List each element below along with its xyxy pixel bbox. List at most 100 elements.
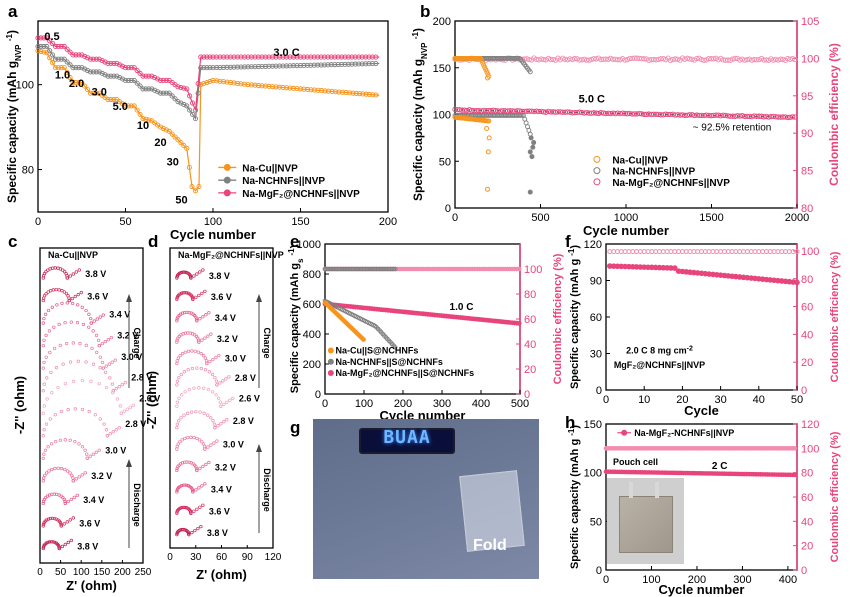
panel-a-series-point [359, 61, 365, 67]
panel-a-series-point [195, 81, 201, 87]
panel-c-eis-point [42, 338, 46, 343]
panel-a-series-point [125, 77, 131, 83]
panel-d-eis-tail-point [201, 503, 205, 507]
panel-a-series-point [290, 63, 297, 69]
panel-d-eis-point [201, 354, 206, 358]
panel-a-series-point [276, 54, 283, 60]
panel-c-eis-point [100, 360, 105, 365]
panel-d-eis-point [194, 466, 199, 471]
panel-a-series-point [93, 56, 99, 62]
panel-c-eis-point [41, 434, 45, 438]
led-screen [359, 428, 455, 454]
panel-c-eis-tail-point [97, 343, 101, 348]
panel-c-eis-point [76, 359, 80, 363]
panel-b-xlabel: Cycle number [583, 223, 669, 238]
panel-c-eis-point [54, 440, 58, 444]
panel-b-nchnfs-point [527, 149, 533, 155]
panel-d-charge-label: Charge [262, 327, 272, 358]
panel-c-eis-tail-point [85, 456, 89, 460]
panel-e-xtick-label: 200 [394, 398, 412, 410]
panel-a-xtick-label: 0 [35, 216, 41, 228]
panel-c-frame [39, 247, 144, 564]
panel-e-legend-marker [327, 370, 334, 376]
panel-a-series-point [157, 77, 164, 83]
panel-d-eis-point [177, 375, 181, 380]
panel-a-series-point [90, 56, 96, 62]
panel-d-eis-point [180, 352, 185, 356]
panel-c-eis-point [111, 391, 115, 395]
panel-c-eis-point [80, 407, 85, 412]
panel-d-eis-point [191, 488, 195, 493]
panel-a-series-point [175, 137, 181, 143]
panel-b-nchnfs-point [529, 154, 535, 160]
panel-c-eis-point [53, 266, 57, 270]
panel-c-discharge-arrowhead [126, 459, 132, 467]
panel-c-eis-point [71, 476, 75, 480]
panel-c-eis-point [42, 428, 46, 432]
panel-e-ytick-label: 400 [303, 329, 321, 341]
panel-a-series-point [35, 35, 41, 41]
panel-a-series-point [252, 64, 258, 70]
panel-c-eis-point [47, 329, 52, 333]
panel-c-eis-tail-point [123, 381, 127, 385]
panel-d-xtick-label: 30 [190, 552, 202, 563]
panel-d-eis-tail-point [225, 400, 229, 404]
panel-e-ce-point [516, 266, 522, 272]
panel-a-series-point [304, 86, 311, 93]
panel-c-eis-tail-point [97, 448, 101, 452]
panel-d-eis-point [199, 366, 203, 371]
panel-a-series-point [321, 62, 328, 68]
panel-h-y2tick-label: 100 [801, 443, 819, 455]
panel-c-eis-tail-point [71, 516, 75, 520]
panel-h-ytick-label: 50 [590, 516, 602, 528]
panel-c-eis-tail-point [76, 292, 80, 297]
panel-c-eis-tail-point [103, 339, 107, 344]
panel-a-series-point [308, 87, 314, 93]
panel-a-xlabel: Cycle number [170, 227, 256, 242]
panel-a-series-point [96, 69, 102, 75]
panel-a-series-point [238, 64, 244, 70]
panel-h-rate-label: 2 C [712, 461, 728, 472]
panel-a-xtick-label: 200 [379, 216, 397, 228]
panel-d-discharge-label: Discharge [262, 468, 272, 512]
panel-d-eis-tail-point [222, 402, 226, 406]
panel-d-eis-tail-point [205, 361, 209, 366]
panel-d-eis-point [203, 368, 208, 372]
panel-d-eis-point [195, 436, 199, 441]
panel-c-eis-tail-point [69, 538, 73, 543]
panel-a-series-point [248, 64, 255, 70]
panel-b-ce-point [622, 57, 628, 63]
panel-a-series-point [297, 54, 304, 60]
panel-a-series-point [114, 60, 120, 66]
panel-d-eis-tail-point [189, 276, 193, 280]
panel-d-eis-tail-point [201, 464, 205, 469]
panel-c-eis-tail-point [75, 493, 79, 498]
panel-b-legend-label: Na-MgF₂@NCHNFs||NVP [612, 178, 730, 189]
panel-b-ytick-label: 50 [439, 156, 451, 168]
panel-a-series-point [210, 77, 216, 83]
panel-a-series-point [117, 75, 123, 81]
panel-d-eis-tail-point [201, 268, 205, 272]
panel-letter-c: c [8, 232, 18, 251]
panel-d-eis-point [175, 383, 179, 387]
panel-c-eis-point [71, 379, 76, 383]
panel-a-series-point [259, 63, 265, 70]
pouch-tab [655, 482, 659, 498]
panel-a-series-point [262, 83, 269, 89]
panel-a-series-point [280, 84, 286, 91]
panel-a-series-point [117, 62, 123, 68]
panel-d-eis-point [197, 386, 201, 390]
panel-h-ytick-label: 100 [584, 468, 602, 480]
panel-c-eis-point [49, 442, 54, 446]
panel-b-ce-point [672, 56, 678, 62]
panel-c-voltage-label: 3.8 V [77, 541, 98, 551]
panel-a-rate-label: 5.0 [113, 101, 128, 113]
panel-b-ce-point [658, 56, 664, 62]
panel-f-ce-point [794, 249, 800, 255]
panel-a-series-point [102, 72, 108, 78]
panel-d-eis-tail-point [198, 270, 202, 274]
panel-c-eis-point [66, 407, 70, 412]
panel-d-eis-tail-point [203, 289, 207, 294]
panel-a-series-point [96, 56, 102, 62]
panel-a-series-point [329, 88, 335, 95]
